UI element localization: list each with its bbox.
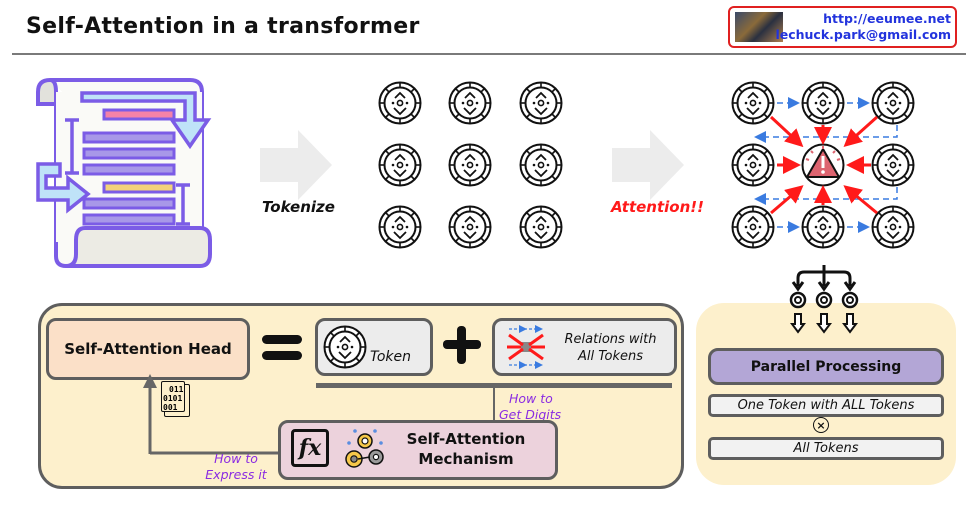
digits-connector — [493, 386, 495, 420]
gears-icon — [345, 429, 384, 468]
function-icon: fx — [291, 429, 329, 467]
author-badge: http://eeumee.net lechuck.park@gmail.com — [728, 6, 957, 48]
token-icon — [731, 143, 775, 187]
tokenize-label: Tokenize — [262, 198, 335, 216]
token-icon — [871, 143, 915, 187]
token-icon — [871, 205, 915, 249]
author-email[interactable]: lechuck.park@gmail.com — [775, 27, 951, 42]
document-reorder-icon — [36, 77, 212, 268]
parallel-processing-box: Parallel Processing — [708, 348, 944, 385]
relation-flow-lines — [754, 97, 898, 233]
parallel-gears-icon — [789, 265, 859, 334]
mini-attention-icon — [507, 325, 545, 369]
token-icon — [448, 81, 492, 125]
relations-box: Relations with All Tokens — [492, 318, 677, 376]
one-token-box: One Token with ALL Tokens — [708, 394, 944, 417]
token-icon — [519, 205, 563, 249]
token-icon — [801, 81, 845, 125]
how-to-get-digits-label: How to Get Digits — [499, 391, 562, 422]
title-divider — [12, 53, 966, 55]
express-arrow — [143, 374, 290, 455]
page-title: Self-Attention in a transformer — [26, 14, 420, 39]
author-url[interactable]: http://eeumee.net — [823, 11, 951, 26]
token-icon — [448, 205, 492, 249]
attention-arrows — [769, 115, 879, 215]
sum-bar — [316, 383, 672, 388]
attention-grid — [731, 81, 915, 249]
all-tokens-box: All Tokens — [708, 437, 944, 460]
attention-label: Attention!! — [611, 198, 704, 216]
token-grid — [378, 81, 563, 249]
token-icon — [801, 205, 845, 249]
tokenize-arrow-icon — [260, 130, 332, 200]
self-attention-mechanism-box: fx Self-Attention Mechanism — [278, 420, 558, 480]
token-label: Token — [370, 349, 411, 365]
mechanism-label: Self-Attention Mechanism — [406, 430, 526, 468]
token-icon — [731, 205, 775, 249]
token-icon — [448, 143, 492, 187]
binary-file-icon: 011 0101 001 — [161, 381, 190, 417]
token-icon — [323, 325, 367, 369]
self-attention-head-box: Self-Attention Head — [46, 318, 250, 380]
relations-label: Relations with All Tokens — [564, 332, 657, 364]
token-icon — [378, 81, 422, 125]
token-icon — [519, 81, 563, 125]
token-icon — [731, 81, 775, 125]
warning-icon — [801, 143, 845, 187]
equals-icon — [262, 335, 302, 344]
token-icon — [378, 143, 422, 187]
author-avatar — [735, 12, 783, 42]
token-icon — [871, 81, 915, 125]
how-to-express-label: How to Express it — [205, 451, 267, 482]
token-icon — [519, 143, 563, 187]
token-icon — [378, 205, 422, 249]
attention-arrow-icon — [612, 130, 684, 200]
token-box: Token — [315, 318, 433, 376]
multiply-icon: × — [813, 417, 829, 433]
